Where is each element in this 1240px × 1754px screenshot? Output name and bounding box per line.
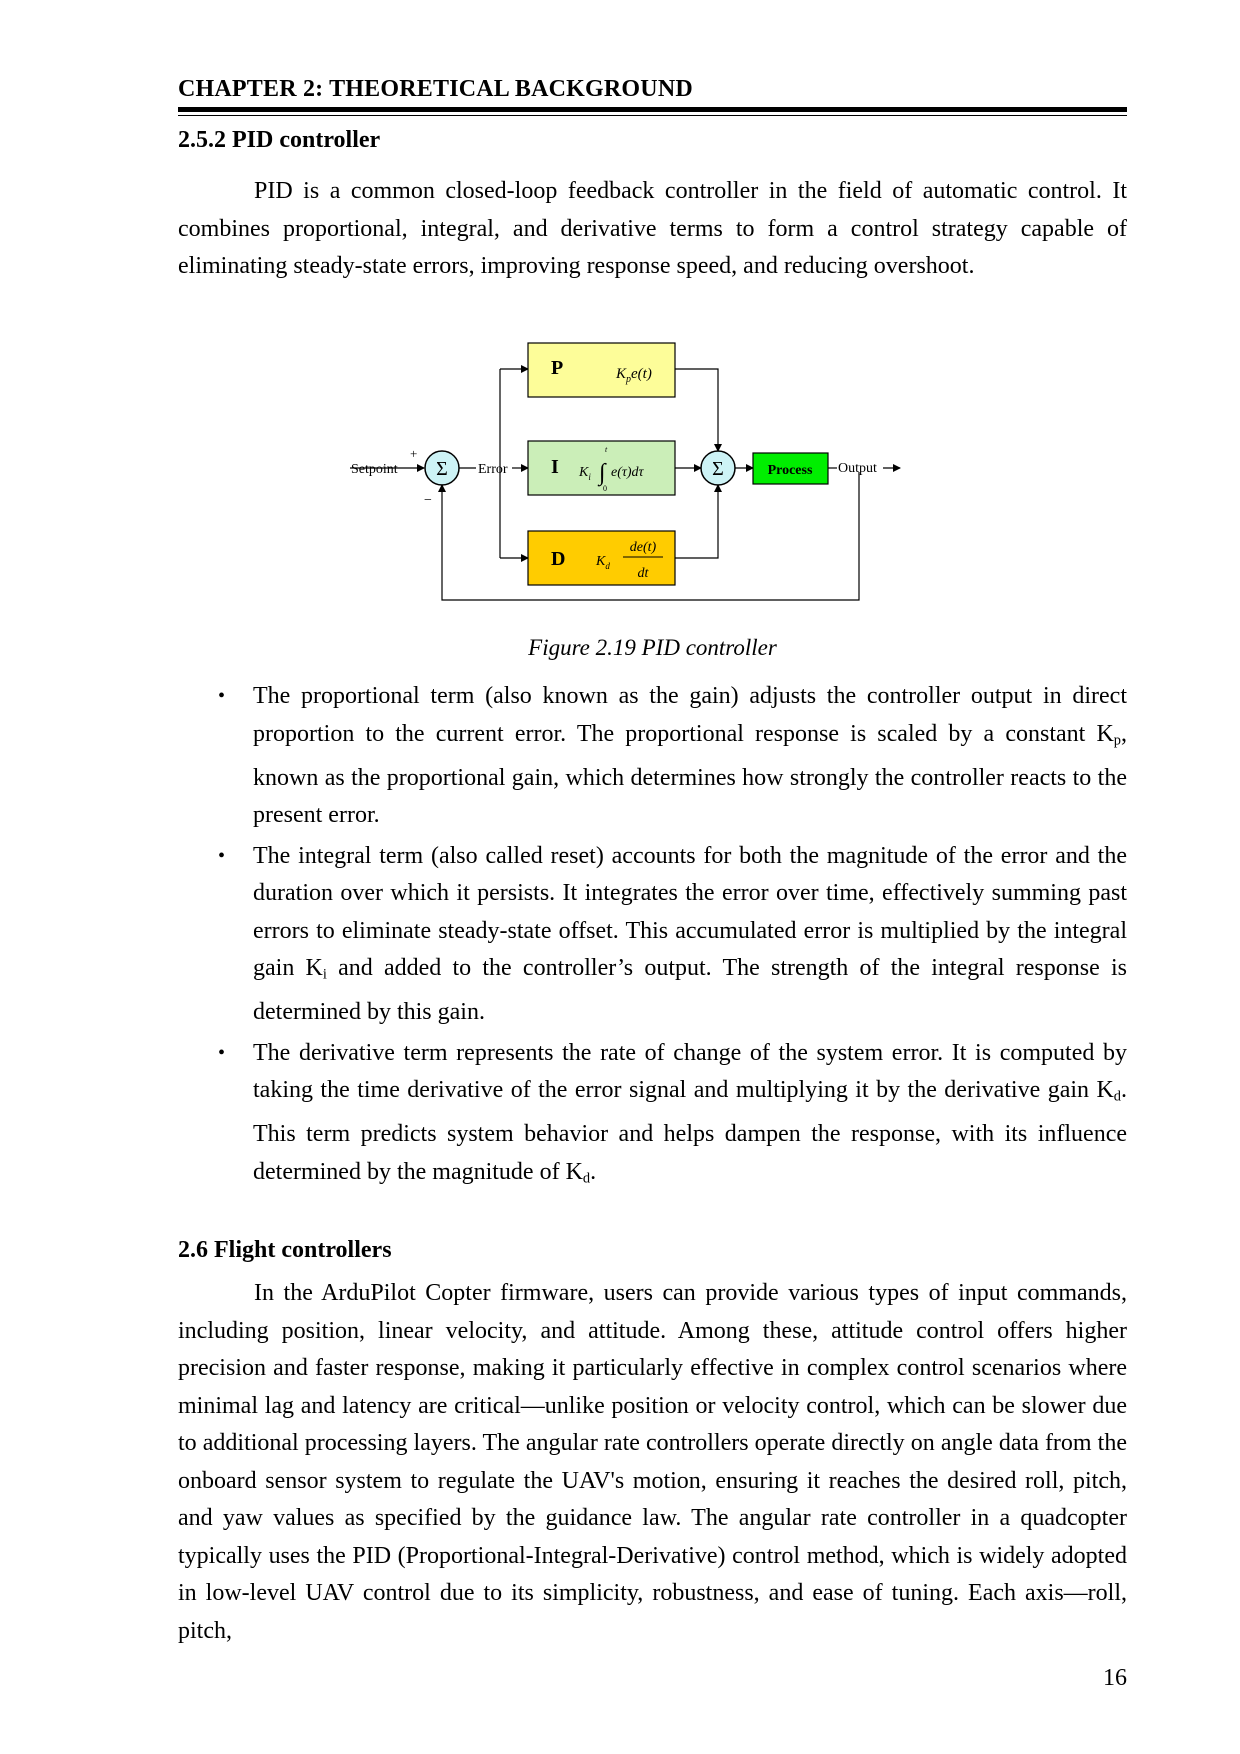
i-block-label: I: [551, 456, 559, 478]
figure-caption: Figure 2.19 PID controller: [528, 635, 777, 660]
svg-text:Kpe(t): Kpe(t): [615, 366, 652, 385]
paragraph-pid-intro: PID is a common closed-loop feedback con…: [178, 173, 1127, 286]
svg-text:Ki: Ki: [578, 465, 591, 482]
bullet-derivative: • The derivative term represents the rat…: [178, 1035, 1127, 1198]
pid-diagram: Setpoint + − Σ Error P Kpe(t) I Ki ∫ t 0…: [350, 342, 901, 601]
ki-subscript: i: [588, 472, 591, 482]
sigma-symbol: Σ: [436, 458, 448, 480]
setpoint-label: Setpoint: [351, 462, 398, 477]
process-block: [752, 452, 829, 485]
svg-text:Kd: Kd: [595, 554, 610, 571]
sigma-symbol-2: Σ: [712, 458, 724, 480]
section-heading-2-6: 2.6 Flight controllers: [178, 1237, 392, 1263]
bullet-dot: •: [218, 844, 226, 867]
kd-symbol: K: [595, 554, 606, 569]
paragraph-pid-intro-text: PID is a common closed-loop feedback con…: [178, 178, 1127, 279]
d-block: [527, 530, 676, 586]
integral-upper-limit: t: [605, 445, 608, 454]
p-block: [527, 342, 676, 398]
error-label: Error: [478, 462, 508, 477]
header-rule-thin: [178, 115, 1127, 116]
kd-denominator: dt: [638, 566, 650, 581]
paragraph-flight-controllers-text: In the ArduPilot Copter firmware, users …: [178, 1280, 1127, 1644]
kd-subscript: d: [605, 561, 610, 571]
paragraph-flight-controllers: In the ArduPilot Copter firmware, users …: [178, 1275, 1127, 1650]
output-label: Output: [838, 461, 877, 476]
bullet-integral: • The integral term (also called reset) …: [178, 838, 1127, 1032]
process-label: Process: [768, 463, 813, 478]
bullet-dot: •: [218, 1041, 226, 1064]
ki-term: e(τ)dτ: [611, 465, 645, 480]
bullet-dot: •: [218, 685, 226, 707]
integral-symbol: ∫: [597, 460, 607, 487]
header-rule: [178, 107, 1127, 112]
chapter-header: CHAPTER 2: THEORETICAL BACKGROUND: [178, 76, 693, 102]
kp-symbol: K: [615, 366, 627, 382]
i-block: [527, 440, 676, 496]
ki-symbol: K: [578, 465, 589, 480]
section-heading-2-5-2: 2.5.2 PID controller: [178, 127, 381, 153]
kd-numerator: de(t): [630, 540, 657, 555]
page-number: 16: [1103, 1665, 1127, 1691]
feedback-loop: [438, 472, 860, 601]
kp-subscript: p: [625, 374, 631, 385]
minus-sign: −: [424, 493, 432, 508]
plus-sign: +: [410, 446, 417, 461]
integral-lower-limit: 0: [603, 484, 607, 493]
document-page: CHAPTER 2: THEORETICAL BACKGROUND 2.5.2 …: [178, 0, 1127, 1754]
p-block-label: P: [551, 357, 563, 379]
kp-term: e(t): [631, 366, 652, 382]
bullet-list: • The proportional term (also known as t…: [178, 678, 1127, 1201]
d-block-label: D: [551, 548, 565, 570]
bullet-proportional: • The proportional term (also known as t…: [178, 678, 1127, 835]
